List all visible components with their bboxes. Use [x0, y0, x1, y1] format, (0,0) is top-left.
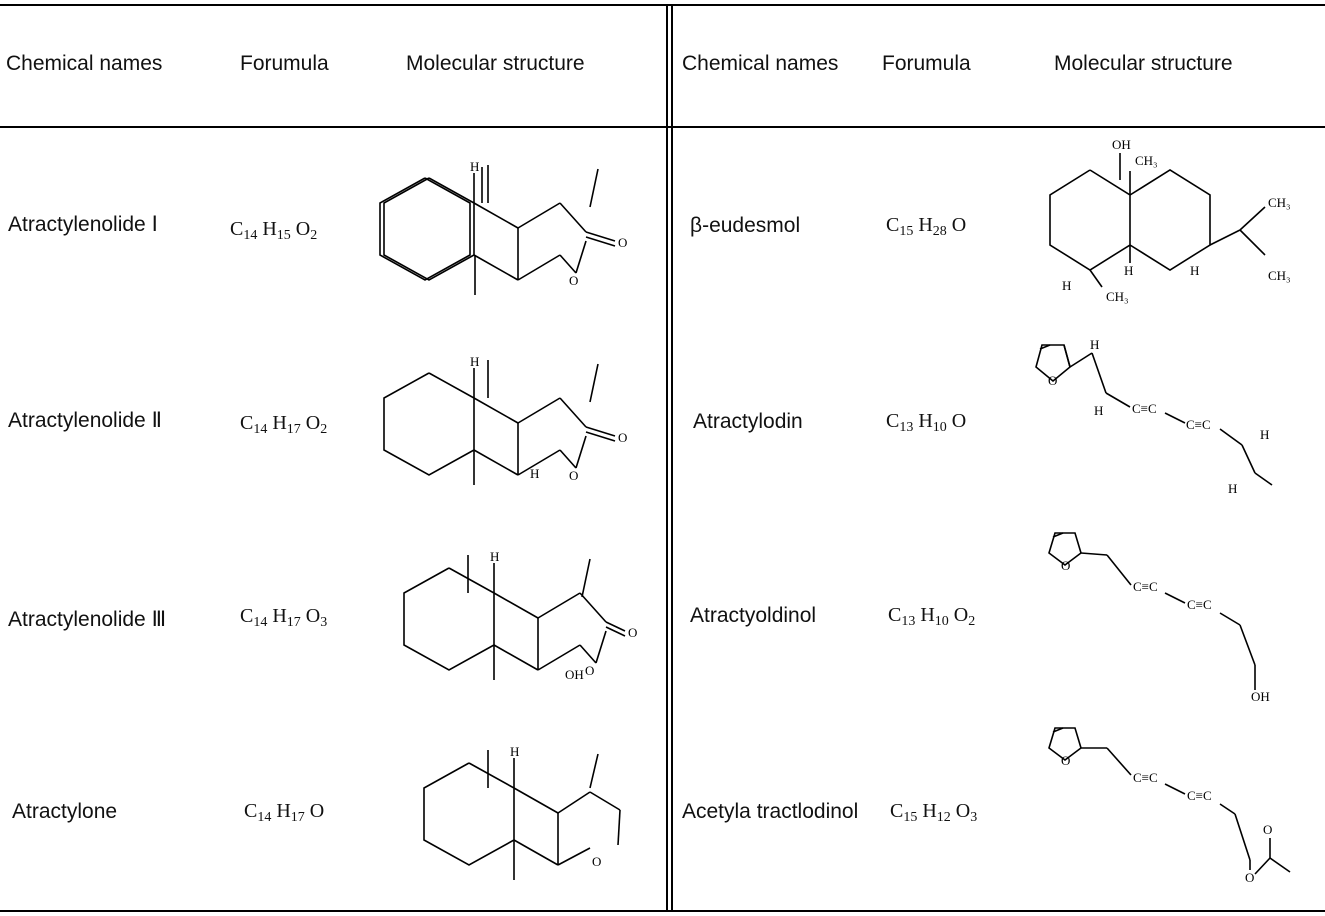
- atom-label: H: [1090, 337, 1099, 352]
- column-divider-a: [666, 4, 668, 912]
- atom-label: H: [1190, 263, 1199, 278]
- atom-label: O: [585, 663, 594, 678]
- molecular-formula: C13 H10 O: [886, 410, 967, 435]
- furan-polyyne-structure-icon: O C≡C C≡C OH: [1048, 532, 1270, 704]
- table-top-rule: [0, 4, 1325, 6]
- header-formula-left: Forumula: [240, 52, 329, 75]
- atom-label: O: [1061, 558, 1070, 573]
- atom-label: C≡C: [1133, 579, 1158, 594]
- header-chemical-names-right: Chemical names: [682, 52, 839, 75]
- atom-label: O: [569, 273, 578, 288]
- lactone-structure-icon: H O O H: [383, 354, 627, 485]
- compound-name: Atractylenolide Ⅰ: [8, 213, 158, 236]
- header-structure-right: Molecular structure: [1054, 52, 1233, 75]
- atom-label: CH₃: [1268, 195, 1291, 210]
- lactone-structure-icon: H O O OH: [403, 549, 637, 682]
- atom-label: C≡C: [1132, 401, 1157, 416]
- atom-label: O: [592, 854, 601, 869]
- atom-label: H: [1260, 427, 1269, 442]
- header-bottom-rule: [0, 126, 1325, 128]
- atom-label: CH₃: [1135, 153, 1158, 168]
- molecular-formula: C14 H17 O2: [240, 412, 328, 437]
- molecular-formula: C15 H12 O3: [890, 800, 978, 825]
- atom-label: O: [628, 625, 637, 640]
- atom-label: O: [618, 235, 627, 250]
- column-divider-b: [671, 4, 673, 912]
- compound-name: Atractylenolide Ⅱ: [8, 409, 162, 432]
- header-chemical-names-left: Chemical names: [6, 52, 163, 75]
- header-structure-left: Molecular structure: [406, 52, 585, 75]
- atom-label: H: [530, 466, 539, 481]
- atom-label: H: [470, 159, 479, 174]
- atom-label: O: [1245, 870, 1254, 885]
- atom-label: CH₃: [1106, 289, 1129, 304]
- compound-name: Atractylone: [12, 800, 118, 823]
- molecular-formula: C14 H17 O3: [240, 605, 328, 630]
- lactone-structure-icon: H O O: [379, 159, 627, 295]
- atom-label: H: [510, 744, 519, 759]
- furan-structure-icon: H O: [423, 744, 621, 880]
- atom-label: C≡C: [1186, 417, 1211, 432]
- header-formula-right: Forumula: [882, 52, 971, 75]
- atom-label: O: [1263, 822, 1272, 837]
- compound-name: Atractylenolide Ⅲ: [8, 608, 167, 631]
- compound-name: Acetyla tractlodinol: [682, 800, 859, 823]
- molecular-formula: C14 H15 O2: [230, 218, 318, 243]
- molecular-formula: C14 H17 O: [244, 800, 325, 825]
- atom-label: C≡C: [1187, 788, 1212, 803]
- atom-label: H: [490, 549, 499, 564]
- atom-label: O: [618, 430, 627, 445]
- atom-label: H: [1062, 278, 1071, 293]
- molecular-formula: C13 H10 O2: [888, 604, 976, 629]
- compound-name: β-eudesmol: [690, 214, 801, 237]
- compound-name: Atractyoldinol: [690, 604, 817, 627]
- atom-label: C≡C: [1187, 597, 1212, 612]
- molecular-formula: C15 H28 O: [886, 214, 967, 239]
- atom-label: H: [470, 354, 479, 369]
- atom-label: O: [1048, 373, 1057, 388]
- atom-label: O: [1061, 753, 1070, 768]
- furan-polyyne-structure-icon: O C≡C C≡C O O: [1048, 727, 1291, 885]
- atom-label: H: [1124, 263, 1133, 278]
- atom-label: H: [1094, 403, 1103, 418]
- table-bottom-rule: [0, 910, 1325, 912]
- atom-label: CH₃: [1268, 268, 1291, 283]
- atom-label: C≡C: [1133, 770, 1158, 785]
- compound-name: Atractylodin: [693, 410, 803, 433]
- eudesmol-structure-icon: OH CH₃ CH₃ CH₃ H CH₃ H H: [1049, 137, 1291, 304]
- atom-label: OH: [565, 667, 584, 682]
- furan-polyyne-structure-icon: O H H C≡C C≡C H H: [1035, 337, 1273, 496]
- atom-label: H: [1228, 481, 1237, 496]
- atom-label: OH: [1251, 689, 1270, 704]
- atom-label: O: [569, 468, 578, 483]
- atom-label: OH: [1112, 137, 1131, 152]
